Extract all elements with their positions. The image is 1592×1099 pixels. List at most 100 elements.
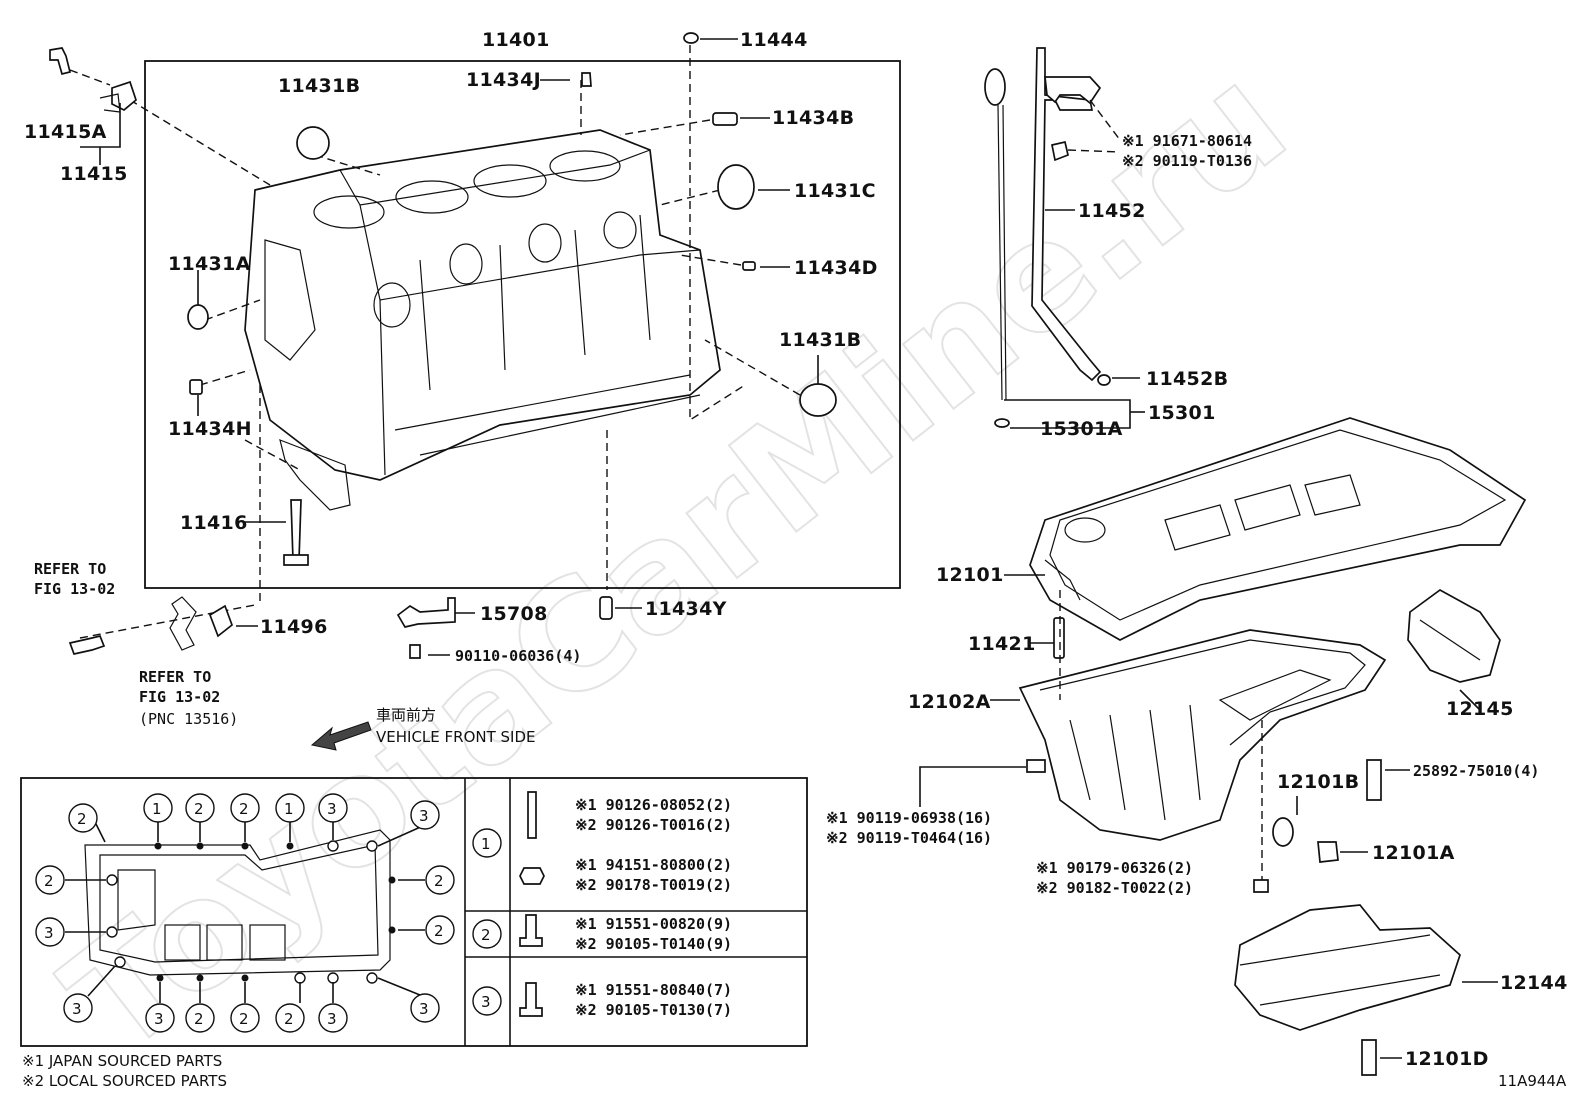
legend-1b-local: ※2 90178-T0019(2) bbox=[575, 876, 732, 894]
label-11496: 11496 bbox=[260, 616, 328, 638]
callout-top-4: 2 bbox=[239, 800, 249, 818]
callout-top-7: 3 bbox=[419, 807, 429, 825]
front-label-en: VEHICLE FRONT SIDE bbox=[376, 728, 536, 746]
label-12101d: 12101D bbox=[1405, 1048, 1489, 1070]
callouts-left: 2 3 3 bbox=[35, 865, 93, 1023]
refer2-line2: FIG 13-02 bbox=[139, 688, 220, 706]
label-pan-bolt-jp: ※1 90119-06938(16) bbox=[826, 809, 992, 827]
label-11452: 11452 bbox=[1078, 200, 1146, 222]
oil-pan-upper-drawing bbox=[1029, 417, 1527, 641]
callout-bottom-5: 3 bbox=[327, 1010, 337, 1028]
label-11434y: 11434Y bbox=[645, 598, 727, 620]
label-15301: 15301 bbox=[1148, 402, 1216, 424]
pan-bolt-points bbox=[106, 840, 396, 984]
legend-num-2: 2 bbox=[481, 926, 491, 944]
legend-num-3: 3 bbox=[481, 993, 491, 1011]
callout-left-1: 2 bbox=[44, 872, 54, 890]
legend-2-local: ※2 90105-T0140(9) bbox=[575, 935, 732, 953]
vehicle-front-arrow-icon bbox=[310, 721, 372, 751]
label-11431a: 11431A bbox=[168, 253, 251, 275]
flange-bolt-icon bbox=[519, 914, 543, 947]
callouts-top: 2 1 2 2 1 3 3 bbox=[68, 793, 440, 833]
label-12102a: 12102A bbox=[908, 691, 991, 713]
guide-bolt-local: ※2 90119-T0136 bbox=[1122, 152, 1252, 170]
legend-3-local: ※2 90105-T0130(7) bbox=[575, 1001, 732, 1019]
block-solid-leaders bbox=[80, 38, 819, 656]
guide-bolt-jp: ※1 91671-80614 bbox=[1122, 132, 1252, 150]
callout-left-3: 3 bbox=[72, 1000, 82, 1018]
front-label-jp: 車両前方 bbox=[376, 706, 436, 724]
label-11434b: 11434B bbox=[772, 107, 854, 129]
block-group-frame bbox=[144, 60, 901, 589]
callouts-bottom: 3 2 2 2 3 bbox=[145, 1003, 348, 1033]
label-12101a: 12101A bbox=[1372, 842, 1455, 864]
label-11421: 11421 bbox=[968, 633, 1036, 655]
legend-1a-local: ※2 90126-T0016(2) bbox=[575, 816, 732, 834]
oil-pan-fasteners bbox=[1026, 617, 1382, 1076]
nut-icon bbox=[519, 867, 545, 885]
dipstick-leaders bbox=[1004, 99, 1145, 429]
callout-bottom-1: 3 bbox=[154, 1010, 164, 1028]
label-pan-nut-jp: ※1 90179-06326(2) bbox=[1036, 859, 1193, 877]
callout-bottom-4: 2 bbox=[284, 1010, 294, 1028]
label-11401: 11401 bbox=[482, 29, 550, 51]
label-12101: 12101 bbox=[936, 564, 1004, 586]
stud-bolt-icon bbox=[527, 791, 537, 839]
label-12101b: 12101B bbox=[1277, 771, 1359, 793]
oil-pan-lower-drawing bbox=[1018, 629, 1387, 841]
dipstick-and-guide-drawing bbox=[984, 47, 1111, 428]
label-11431c: 11431C bbox=[794, 180, 876, 202]
legend-1b-jp: ※1 94151-80800(2) bbox=[575, 856, 732, 874]
callout-bottom-3: 2 bbox=[239, 1010, 249, 1028]
label-11434j: 11434J bbox=[466, 69, 541, 91]
callouts-right: 2 2 3 bbox=[410, 865, 455, 1023]
label-12145: 12145 bbox=[1446, 698, 1514, 720]
legend-2-jp: ※1 91551-00820(9) bbox=[575, 915, 732, 933]
label-15708: 15708 bbox=[480, 603, 548, 625]
bolt-layout-frame bbox=[20, 777, 808, 1047]
oil-pan-leaders bbox=[919, 574, 1498, 1059]
label-11444: 11444 bbox=[740, 29, 808, 51]
note-local-sourced: ※2 LOCAL SOURCED PARTS bbox=[22, 1072, 227, 1090]
label-pan-nut-local: ※2 90182-T0022(2) bbox=[1036, 879, 1193, 897]
callout-leaders bbox=[65, 821, 426, 1003]
legend-row-1: 1 ※1 90126-08052(2) ※2 90126-T0016(2) ※1… bbox=[472, 791, 732, 894]
callout-bottom-2: 2 bbox=[194, 1010, 204, 1028]
label-11434d: 11434D bbox=[794, 257, 878, 279]
refer2-line1: REFER TO bbox=[139, 668, 211, 686]
label-15301a: 15301A bbox=[1040, 418, 1123, 440]
legend-1a-jp: ※1 90126-08052(2) bbox=[575, 796, 732, 814]
block-small-parts bbox=[49, 32, 837, 659]
callout-right-2: 2 bbox=[434, 922, 444, 940]
refer1-line2: FIG 13-02 bbox=[34, 580, 115, 598]
callout-right-3: 3 bbox=[419, 1000, 429, 1018]
label-11452b: 11452B bbox=[1146, 368, 1228, 390]
callout-right-1: 2 bbox=[434, 872, 444, 890]
flange-bolt-long-icon bbox=[519, 982, 543, 1017]
label-11431b-top: 11431B bbox=[278, 75, 360, 97]
label-12144: 12144 bbox=[1500, 972, 1568, 994]
legend-row-3: 3 ※1 91551-80840(7) ※2 90105-T0130(7) bbox=[472, 981, 732, 1019]
callout-top-6: 3 bbox=[327, 800, 337, 818]
label-90110: 90110-06036(4) bbox=[455, 647, 581, 665]
note-japan-sourced: ※1 JAPAN SOURCED PARTS bbox=[22, 1052, 222, 1070]
label-11415a: 11415A bbox=[24, 121, 107, 143]
oil-pan-cover-drawing bbox=[1234, 904, 1461, 1031]
callout-top-2: 1 bbox=[152, 800, 162, 818]
callout-top-1: 2 bbox=[77, 810, 87, 828]
label-11434h: 11434H bbox=[168, 418, 252, 440]
callout-top-5: 1 bbox=[284, 800, 294, 818]
legend-row-2: 2 ※1 91551-00820(9) ※2 90105-T0140(9) bbox=[472, 914, 732, 953]
refer2-line3: (PNC 13516) bbox=[139, 710, 238, 728]
callout-top-3: 2 bbox=[194, 800, 204, 818]
callout-left-2: 3 bbox=[44, 924, 54, 942]
legend-3-jp: ※1 91551-80840(7) bbox=[575, 981, 732, 999]
label-pan-bolt-local: ※2 90119-T0464(16) bbox=[826, 829, 992, 847]
baffle-plate-drawing bbox=[1407, 588, 1501, 683]
label-25892: 25892-75010(4) bbox=[1413, 762, 1539, 780]
cylinder-block-drawing bbox=[244, 129, 721, 511]
label-11431b-side: 11431B bbox=[779, 329, 861, 351]
diagram-id: 11A944A bbox=[1498, 1072, 1567, 1090]
refer1-line1: REFER TO bbox=[34, 560, 106, 578]
